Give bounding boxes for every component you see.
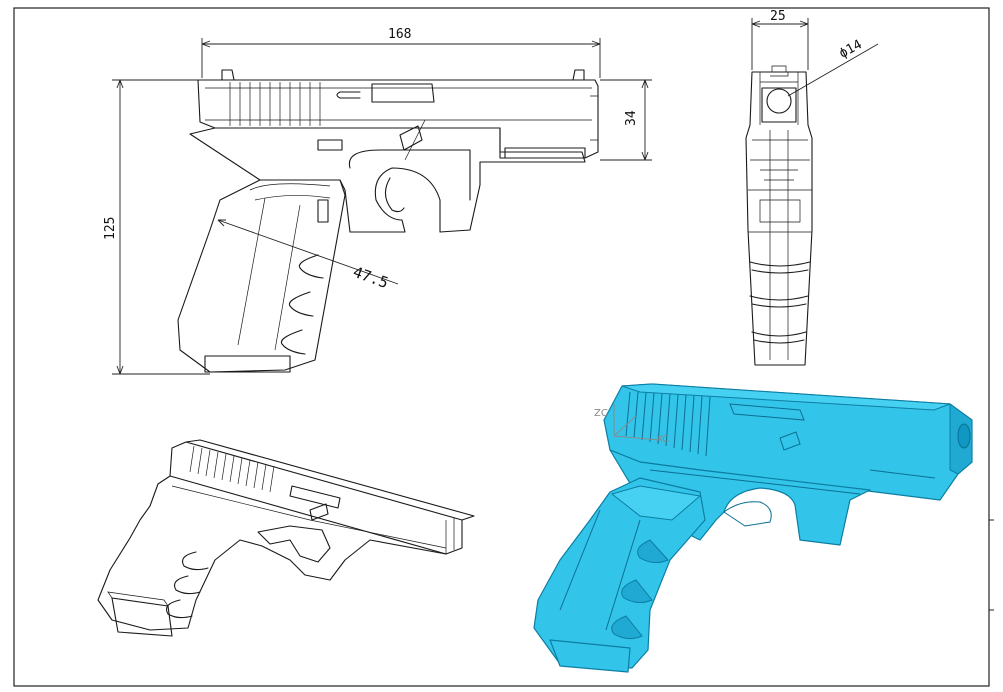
dim-top-width: 25 — [770, 9, 786, 24]
axis-zc-label: ZC — [594, 408, 608, 419]
iso-solid-view: ZC XC — [533, 383, 973, 673]
front-view: 25 ϕ14 — [745, 9, 879, 366]
iso-wireframe-view — [97, 439, 475, 637]
sheet-border — [13, 7, 990, 687]
border-ticks — [989, 519, 994, 611]
axis-xc-label: XC — [656, 434, 669, 445]
dim-bore-diameter: ϕ14 — [837, 37, 865, 61]
side-view: 168 34 125 47.5 — [103, 27, 652, 375]
dim-overall-height: 125 — [103, 217, 118, 240]
dim-slide-height: 34 — [624, 110, 639, 126]
dim-grip-width: 47.5 — [351, 263, 391, 292]
dim-overall-length: 168 — [388, 27, 411, 42]
